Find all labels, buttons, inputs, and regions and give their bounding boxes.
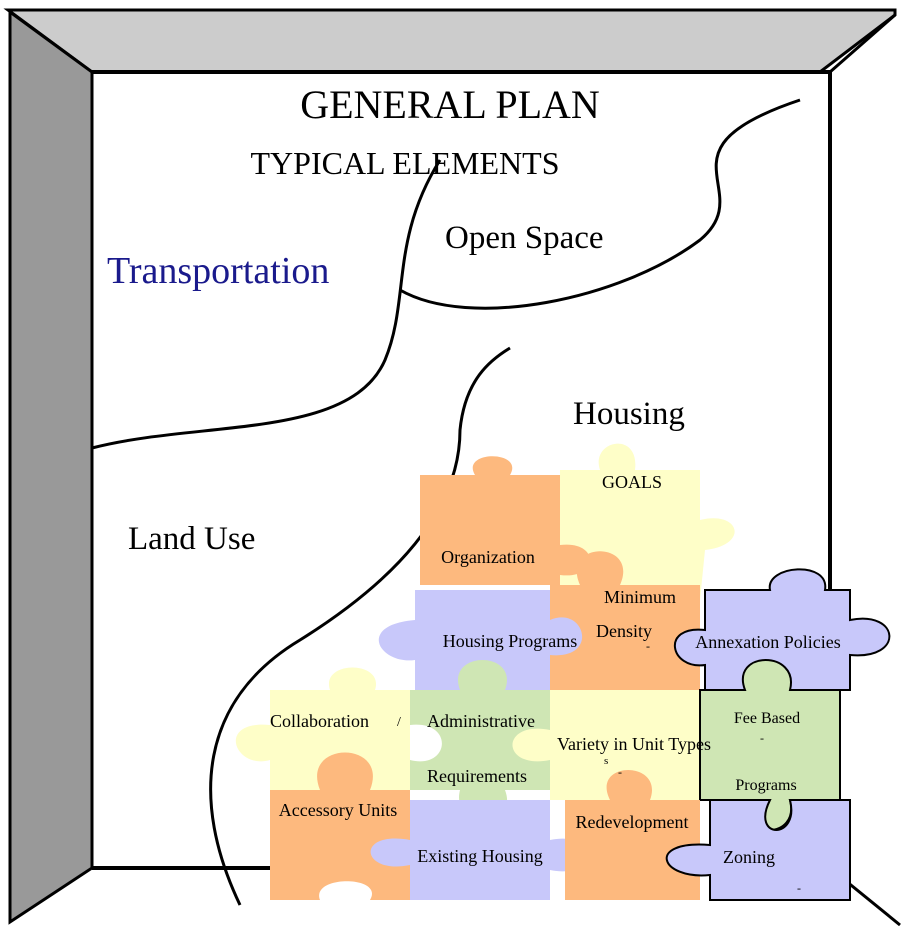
- label-zoning: Zoning: [723, 847, 775, 867]
- region-land-use: Land Use: [128, 521, 256, 557]
- piece-housing-programs: [378, 590, 583, 709]
- diagram-title: GENERAL PLAN: [300, 82, 600, 127]
- piece-organization: [420, 456, 590, 585]
- label-programs: Programs: [735, 777, 797, 794]
- label-accessory-units: Accessory Units: [278, 800, 398, 820]
- region-transportation: Transportation: [107, 250, 330, 292]
- label-density-mark: -: [646, 639, 650, 653]
- label-goals: GOALS: [601, 472, 663, 492]
- boundary-transportation: [91, 159, 442, 450]
- label-zoning-mark: -: [797, 881, 801, 895]
- label-collaboration: Collaboration: [270, 711, 369, 731]
- left-wall-panel: [8, 9, 94, 925]
- label-fee-based: Fee Based: [733, 710, 801, 727]
- label-housing-programs: Housing Programs: [442, 631, 578, 651]
- piece-minimum-density: [550, 551, 700, 713]
- label-fee-mark: -: [760, 731, 764, 745]
- label-organization: Organization: [441, 547, 535, 567]
- piece-redevelopment: [565, 770, 700, 900]
- boundary-open-space: [399, 98, 801, 310]
- label-variety: Variety in Unit Types: [557, 734, 711, 754]
- label-requirements: Requirements: [427, 766, 527, 786]
- piece-existing-housing: [370, 800, 588, 900]
- region-open-space: Open Space: [445, 220, 604, 256]
- puzzle-pieces: [235, 443, 891, 901]
- piece-collaboration: [235, 667, 410, 790]
- piece-variety: [512, 690, 700, 800]
- label-variety-mark: s: [604, 755, 609, 767]
- label-existing-housing: Existing Housing: [417, 846, 543, 866]
- label-administrative: Administrative: [427, 711, 535, 731]
- region-housing: Housing: [573, 396, 685, 432]
- label-minimum: Minimum: [603, 587, 677, 607]
- label-annexation-policies: Annexation Policies: [695, 632, 841, 652]
- label-collaboration-slash: /: [397, 715, 401, 730]
- label-redev-mark: -: [618, 765, 622, 779]
- piece-administrative: [410, 660, 550, 820]
- piece-annexation: [674, 568, 891, 691]
- ceiling-panel: [3, 8, 897, 74]
- ceiling-corner-edge: [829, 13, 896, 74]
- boundary-land-use: [209, 346, 511, 906]
- piece-zoning: [665, 799, 851, 901]
- label-density: Density: [596, 621, 652, 641]
- diagram-subtitle: TYPICAL ELEMENTS: [250, 145, 560, 181]
- piece-accessory: [270, 752, 410, 900]
- label-redevelopment: Redevelopment: [575, 812, 689, 832]
